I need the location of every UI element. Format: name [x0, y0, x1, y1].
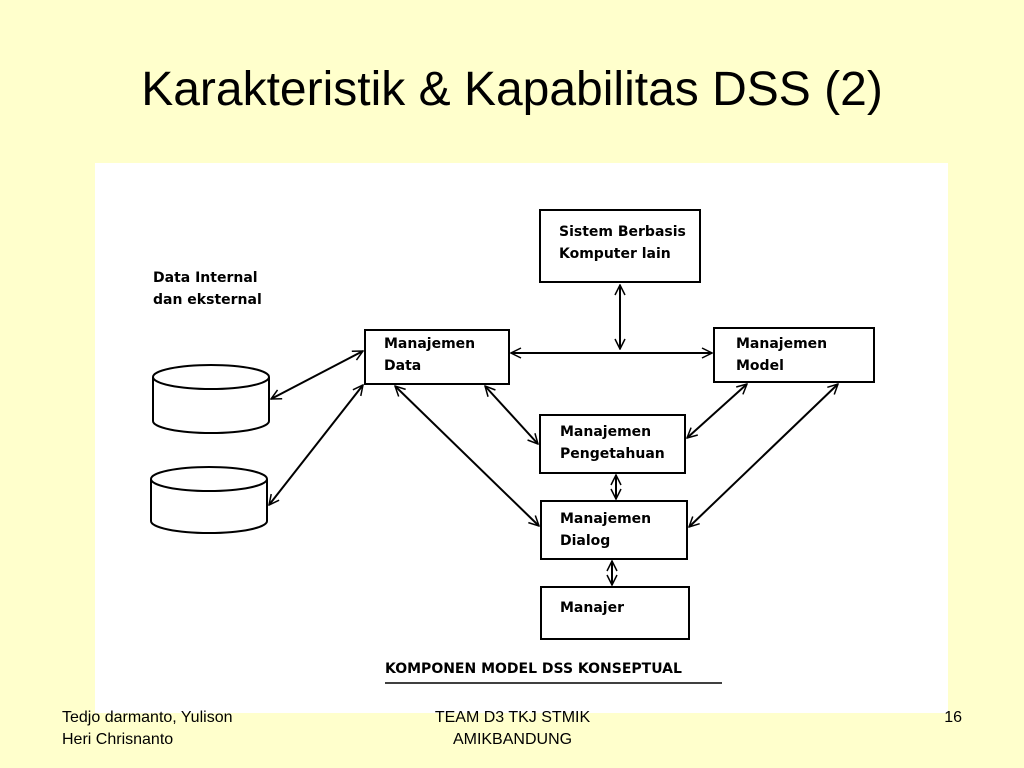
box-manajemen-data [364, 329, 510, 385]
box-manajemen-model [713, 327, 875, 383]
box-manajer [540, 586, 690, 640]
arrow-data-pengetahuan [485, 386, 538, 444]
footer-team: TEAM D3 TKJ STMIK AMIKBANDUNG [400, 707, 625, 751]
database-cylinder-2 [150, 466, 268, 534]
node-manajemen-data-label: Manajemen Data [384, 336, 476, 374]
box-manajemen-pengetahuan [539, 414, 686, 474]
arrow-db1-data [271, 350, 363, 400]
diagram-caption: KOMPONEN MODEL DSS KONSEPTUAL [385, 661, 682, 677]
slide-title: Karakteristik & Kapabilitas DSS (2) [141, 63, 883, 116]
arrow-model-pengetahuan [687, 384, 747, 438]
footer-authors-line2: Heri Chrisnanto [62, 731, 174, 748]
diagram-canvas [150, 209, 875, 684]
page-number: 16 [944, 709, 962, 726]
node-manajemen-model-label: Manajemen Model [736, 336, 828, 374]
footer-authors-line1: Tedjo darmanto, Yulison [62, 709, 233, 726]
node-sistem-berbasis-label: Sistem Berbasis Komputer lain [559, 224, 686, 262]
node-manajer-label: Manajer [560, 600, 624, 616]
arrow-data-dialog [395, 386, 539, 526]
footer-team-line2: AMIKBANDUNG [452, 731, 573, 748]
dss-diagram: Data Internal dan eksternal Sistem Berba… [95, 163, 948, 713]
arrow-db2-data [269, 385, 363, 505]
database-cylinder-1 [152, 364, 270, 434]
node-manajemen-pengetahuan-label: Manajemen Pengetahuan [560, 424, 665, 462]
box-sistem-berbasis [539, 209, 701, 283]
footer-team-line1: TEAM D3 TKJ STMIK [434, 709, 591, 726]
node-manajemen-dialog-label: Manajemen Dialog [560, 511, 652, 549]
arrow-model-dialog [689, 384, 838, 527]
data-source-label: Data Internal dan eksternal [153, 270, 262, 308]
box-manajemen-dialog [540, 500, 688, 560]
footer-authors: Tedjo darmanto, Yulison Heri Chrisnanto [62, 707, 322, 751]
